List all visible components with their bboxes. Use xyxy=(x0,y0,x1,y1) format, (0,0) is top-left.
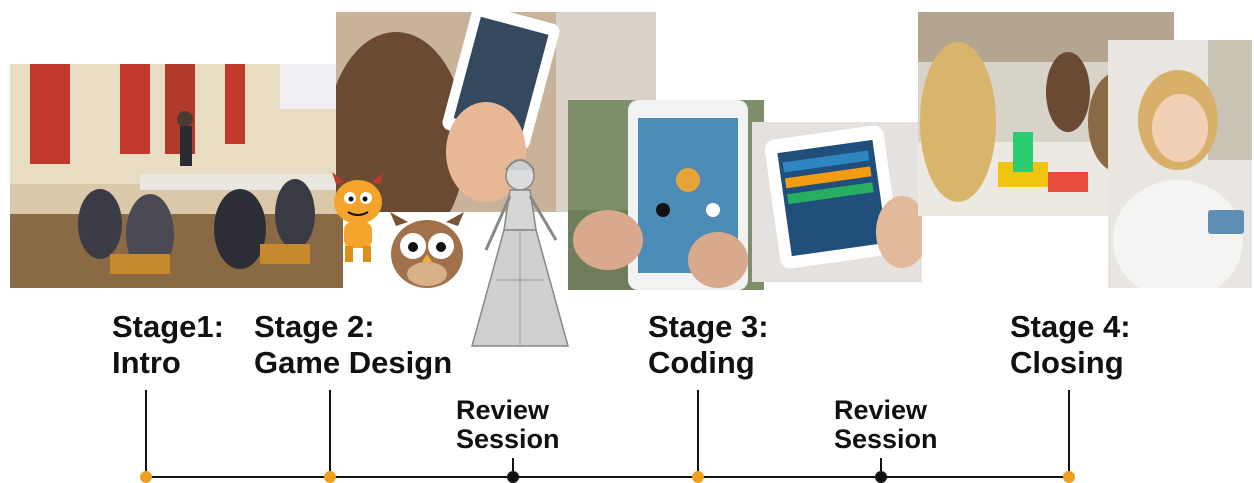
owl-character-image xyxy=(386,212,468,290)
stage-1-title: Stage1: xyxy=(112,309,224,344)
review-session-2-line1: Review xyxy=(834,395,928,425)
review-session-2-line2: Session xyxy=(834,424,938,454)
stage-4-name: Closing xyxy=(1010,345,1124,380)
stage-4-label: Stage 4: Closing xyxy=(1010,309,1131,381)
review-2-marker xyxy=(875,471,887,483)
stage-2-marker xyxy=(324,471,336,483)
stage-3-tick xyxy=(697,390,699,477)
review-1-tick xyxy=(512,458,514,477)
stage-3-title: Stage 3: xyxy=(648,309,769,344)
stage-3-label: Stage 3: Coding xyxy=(648,309,769,381)
review-session-1-label: Review Session xyxy=(456,396,560,454)
stage-1-label: Stage1: Intro xyxy=(112,309,224,381)
review-1-marker xyxy=(507,471,519,483)
stage-3-marker xyxy=(692,471,704,483)
stage-2-tick xyxy=(329,390,331,477)
tablet-app-photo xyxy=(752,122,922,282)
review-session-2-label: Review Session xyxy=(834,396,938,454)
timeline-axis xyxy=(146,476,1070,478)
student-portrait-photo xyxy=(1108,40,1252,288)
monster-character-image xyxy=(328,172,388,264)
classroom-intro-photo xyxy=(10,64,343,288)
stage-2-title: Stage 2: xyxy=(254,309,375,344)
stage-4-title: Stage 4: xyxy=(1010,309,1131,344)
stage-4-marker xyxy=(1063,471,1075,483)
stage-3-name: Coding xyxy=(648,345,755,380)
stage-1-name: Intro xyxy=(112,345,181,380)
stage-4-tick xyxy=(1068,390,1070,477)
princess-sketch-image xyxy=(466,150,574,348)
stage-1-marker xyxy=(140,471,152,483)
review-session-1-line1: Review xyxy=(456,395,550,425)
review-2-tick xyxy=(880,458,882,477)
stage-2-label: Stage 2: Game Design xyxy=(254,309,452,381)
review-session-1-line2: Session xyxy=(456,424,560,454)
tablet-coding-photo xyxy=(568,100,764,290)
stage-2-name: Game Design xyxy=(254,345,453,380)
stage-1-tick xyxy=(145,390,147,477)
